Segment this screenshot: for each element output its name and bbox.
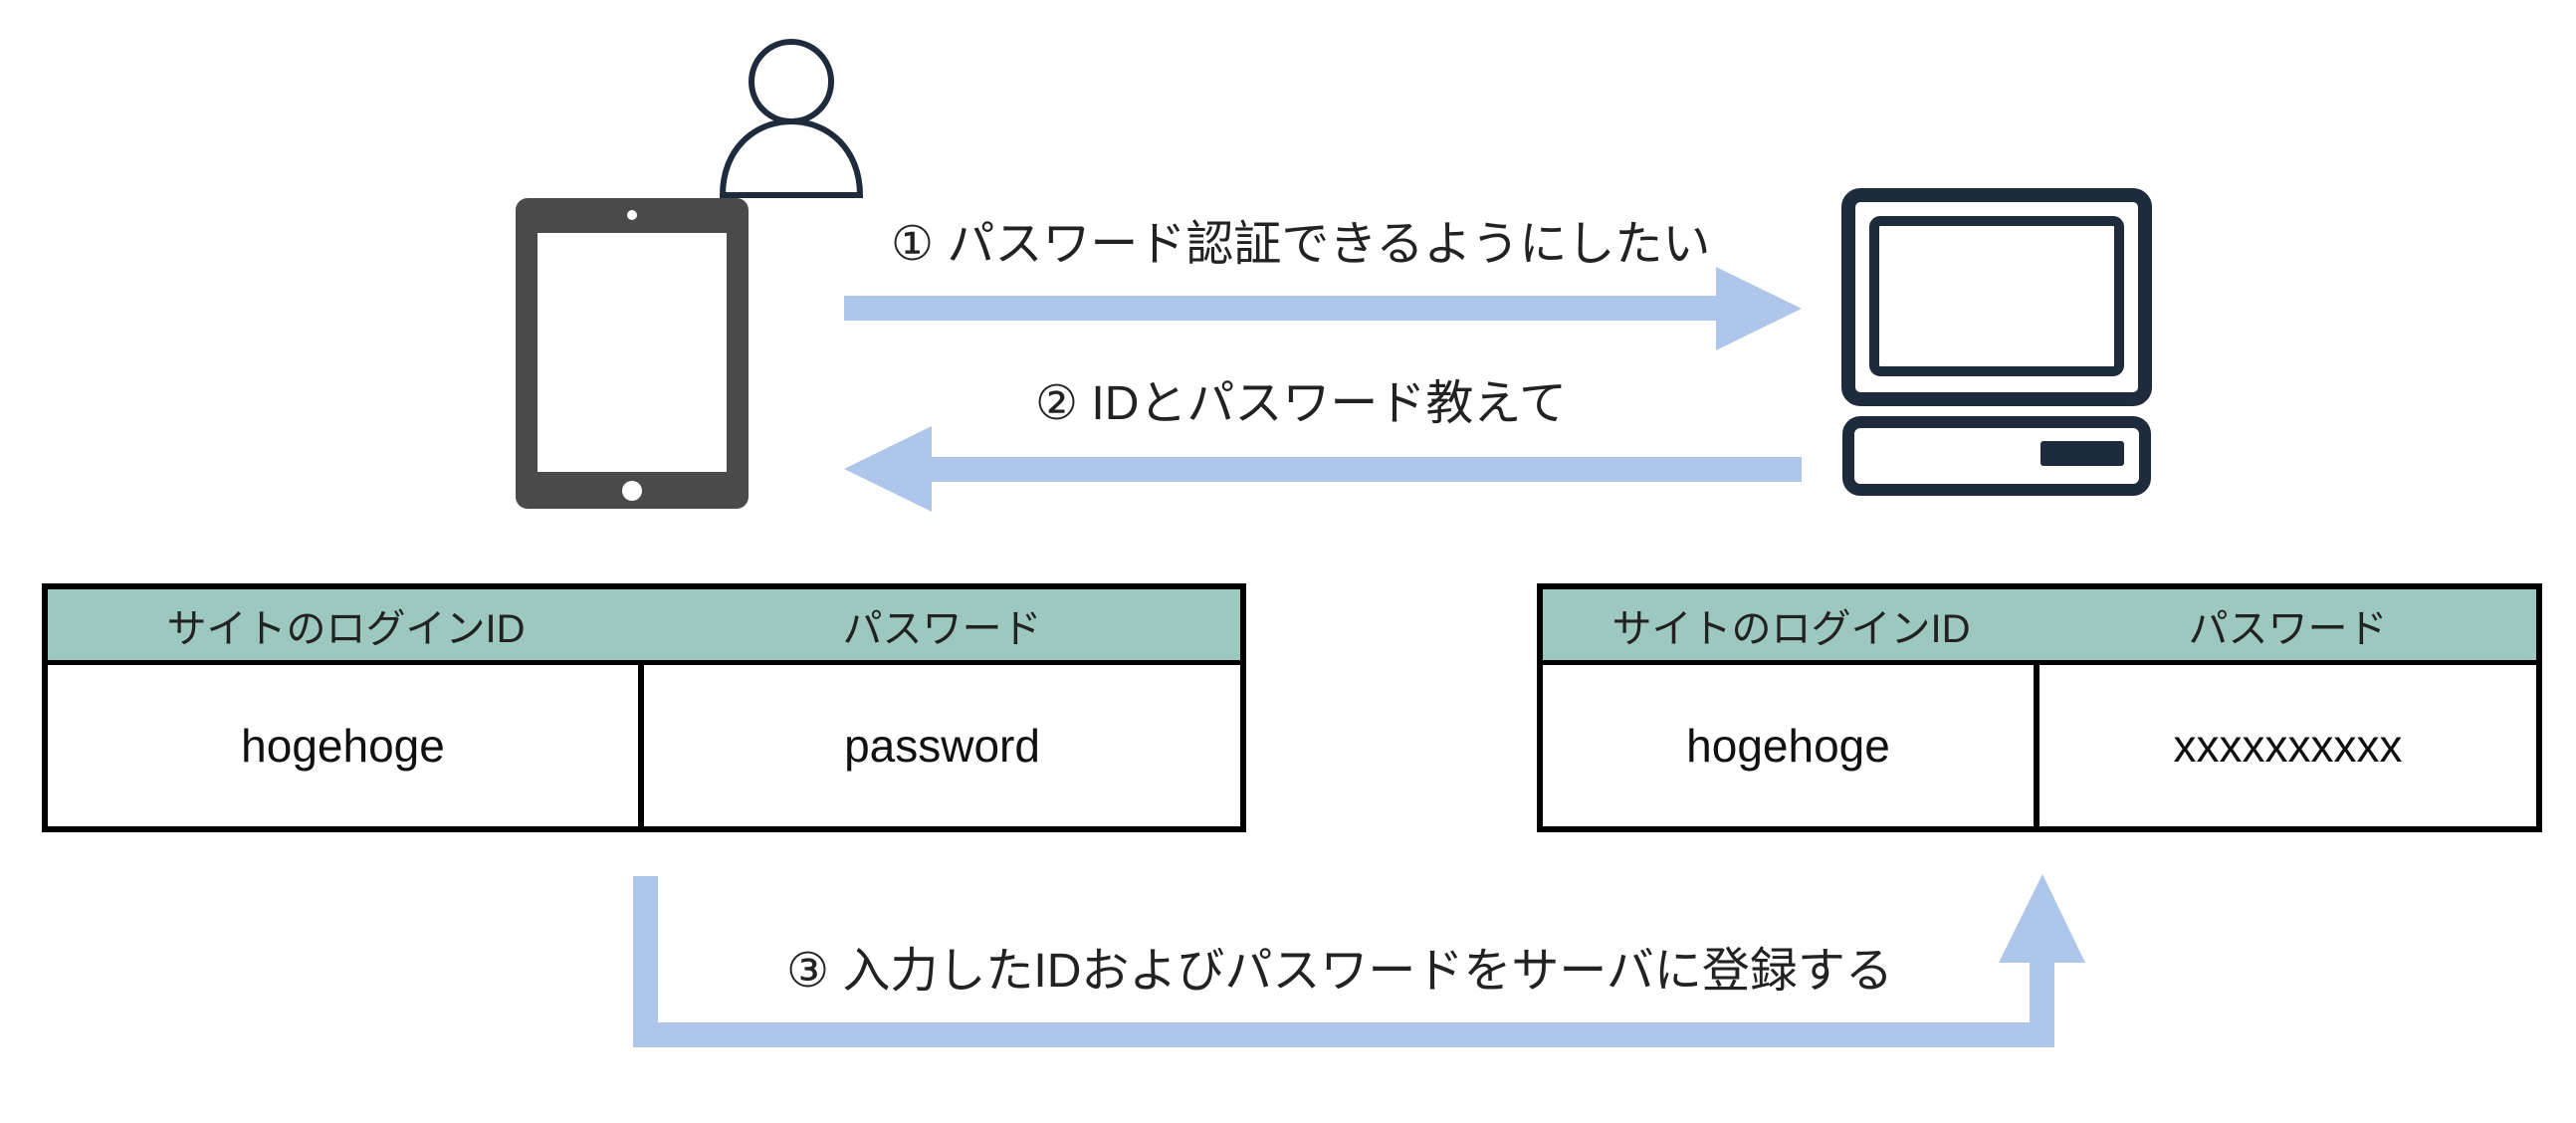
client-cell-password: password — [844, 720, 1040, 772]
server-header-password: パスワード — [2039, 589, 2536, 665]
arrow-request — [844, 267, 1802, 350]
step3-label: ③ 入力したIDおよびパスワードをサーバに登録する — [786, 945, 1893, 998]
server-header-login-id: サイトのログインID — [1543, 589, 2039, 665]
client-cell-login-id: hogehoge — [48, 665, 644, 826]
step1-label: ① パスワード認証できるようにしたい — [891, 218, 1711, 271]
arrow-register — [633, 874, 2085, 1047]
client-header-password: パスワード — [644, 589, 1240, 665]
tablet-icon — [516, 198, 749, 509]
person-icon — [719, 39, 864, 198]
arrow-response — [844, 426, 1802, 512]
step2-label: ② IDとパスワード教えて — [1035, 377, 1567, 430]
client-header-login-id: サイトのログインID — [48, 589, 644, 665]
desktop-computer-icon — [1841, 188, 2152, 496]
server-credentials-table: サイトのログインID パスワード hogehoge xxxxxxxxxx — [1537, 583, 2542, 832]
client-credentials-table: サイトのログインID パスワード hogehoge password — [42, 583, 1246, 832]
server-cell-password: xxxxxxxxxx — [2173, 720, 2403, 772]
server-cell-login-id: hogehoge — [1543, 665, 2039, 826]
